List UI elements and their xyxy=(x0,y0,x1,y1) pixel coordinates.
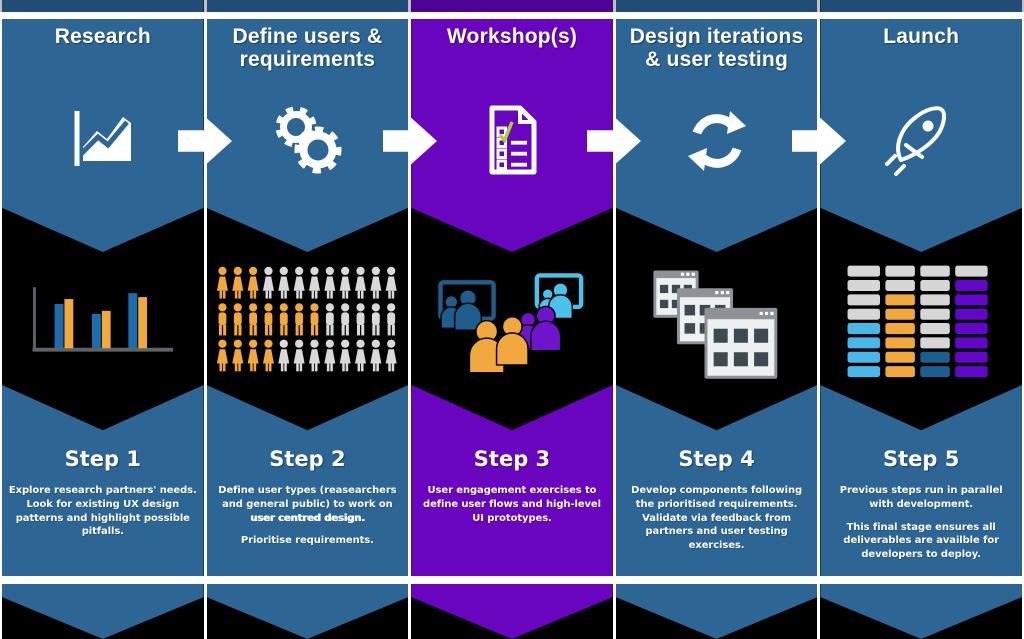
top-chevron: Launch xyxy=(820,0,1022,252)
step-description: Develop components following the priorit… xyxy=(631,485,803,552)
top-chevron: Design iterations & user testing xyxy=(615,0,818,252)
cycle-icon xyxy=(687,111,746,171)
step-column-1-research: Research Step 1 Explore research partner… xyxy=(2,0,204,639)
step-label: Step 2 xyxy=(269,447,346,471)
step-description: Previous steps run in parallel with deve… xyxy=(839,485,1003,510)
rocket-icon xyxy=(885,106,947,176)
step-description: Explore research partners' needs. Look f… xyxy=(8,485,197,538)
step-column-3-workshops: Workshop(s) Step 3 User engagem xyxy=(411,0,613,639)
top-chevron: Research xyxy=(2,0,204,252)
step-label: Step 5 xyxy=(882,447,960,471)
step-description: Define user types (reasearchers and gene… xyxy=(218,485,397,524)
bottom-chevron: Step 4 Develop components following the … xyxy=(615,385,818,639)
chart-icon xyxy=(74,111,131,166)
step-description-2: This final stage ensures all deliverable… xyxy=(843,521,999,561)
top-edge-shade xyxy=(0,0,1024,12)
stage-title: Research xyxy=(54,25,151,48)
illustration-cascading-windows xyxy=(616,205,818,400)
illustration-workshop-groups xyxy=(411,205,613,400)
step-column-2-define-users: Define users & requirements Step 2 Defin… xyxy=(206,0,409,639)
step-label: Step 4 xyxy=(678,447,755,471)
bottom-chevron: Step 1 Explore research partners' needs.… xyxy=(2,385,204,639)
top-chevron: Workshop(s) xyxy=(411,0,613,252)
step-column-4-design-iterations: Design iterations & user testing Step 4 … xyxy=(615,0,818,639)
illustration-user-crowd xyxy=(207,205,409,400)
bottom-chevron: Step 5 Previous steps run in parallel wi… xyxy=(820,385,1022,639)
step-description-2: Prioritise requirements. xyxy=(240,535,374,547)
stage-title: Design iterations & user testing xyxy=(629,25,804,71)
step-description: User engagement exercises to define user… xyxy=(423,485,601,524)
illustration-bar-chart xyxy=(2,205,204,400)
stage-title: Launch xyxy=(883,25,960,48)
illustration-deliverables-grid xyxy=(820,205,1022,400)
step-column-5-launch: Launch Step 5 Previous steps run in para… xyxy=(820,0,1022,639)
stage-title: Workshop(s) xyxy=(446,25,578,48)
top-chevron: Define users & requirements xyxy=(206,0,409,252)
bottom-chevron: Step 2 Define user types (reasearchers a… xyxy=(206,385,409,639)
top-ribbon-stripe xyxy=(0,12,1024,19)
step-label: Step 3 xyxy=(473,447,551,471)
bottom-ribbon-stripe xyxy=(0,576,1024,584)
gears-icon xyxy=(275,106,342,174)
step-label: Step 1 xyxy=(64,447,141,471)
checklist-icon xyxy=(489,105,537,175)
bottom-chevron: Step 3 User engagement exercises to defi… xyxy=(411,385,613,639)
stage-title: Define users & requirements xyxy=(232,25,383,71)
